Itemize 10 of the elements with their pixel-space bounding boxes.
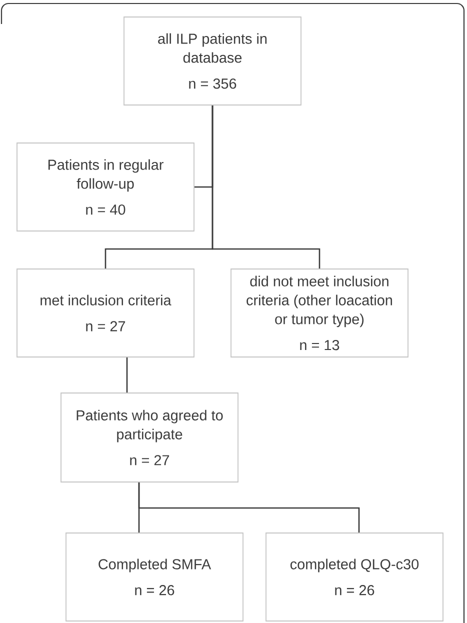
connector-line <box>138 482 360 533</box>
connector-line <box>126 357 128 393</box>
process-box: Patients who agreed to participate n = 27 <box>60 392 238 482</box>
process-box: did not meet inclusion criteria (other loacation or tumor type) n = 13 <box>230 268 408 358</box>
process-box: Completed SMFA n = 26 <box>66 532 244 622</box>
process-box: Patients in regular follow-up n = 40 <box>16 142 194 232</box>
process-box: met inclusion criteria n = 27 <box>16 268 194 358</box>
connector-line <box>212 105 320 269</box>
process-box: all ILP patients in database n = 356 <box>124 16 302 106</box>
process-box: completed QLQ-c30 n = 26 <box>266 532 444 622</box>
